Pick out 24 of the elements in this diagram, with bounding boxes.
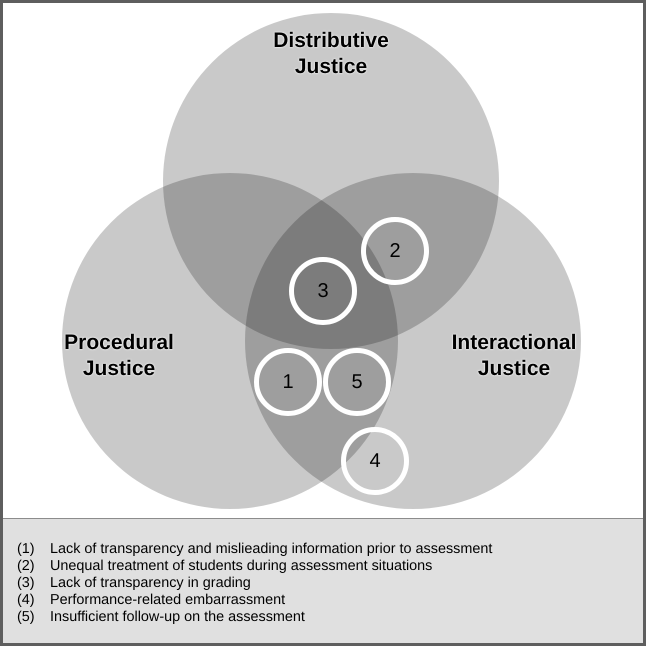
key-description: Lack of transparency and mislieading information prior to assessment	[50, 541, 492, 558]
legend-panel	[3, 518, 643, 643]
key-description: Insufficient follow-up on the assessment	[50, 609, 305, 626]
key-description: Unequal treatment of students during assessment situations	[50, 558, 432, 575]
key-number: (1)	[17, 541, 35, 558]
ring-number: 1	[282, 371, 294, 393]
key-description: Performance-related embarrassment	[50, 592, 286, 609]
number-ring	[289, 257, 357, 325]
key-number: (4)	[17, 592, 35, 609]
ring-number: 5	[351, 371, 363, 393]
ring-number: 3	[317, 280, 329, 302]
number-ring	[323, 348, 391, 416]
number-ring	[254, 348, 322, 416]
key-number: (2)	[17, 558, 35, 575]
number-ring	[341, 427, 409, 495]
number-ring	[361, 217, 429, 285]
ring-number: 2	[389, 240, 401, 262]
key-number: (5)	[17, 609, 35, 626]
set-label: Distributive Justice	[273, 28, 389, 80]
key-number: (3)	[17, 575, 35, 592]
key-description: Lack of transparency in grading	[50, 575, 251, 592]
ring-number: 4	[369, 450, 381, 472]
set-label: Interactional Justice	[452, 330, 576, 382]
set-label: Procedural Justice	[64, 330, 174, 382]
